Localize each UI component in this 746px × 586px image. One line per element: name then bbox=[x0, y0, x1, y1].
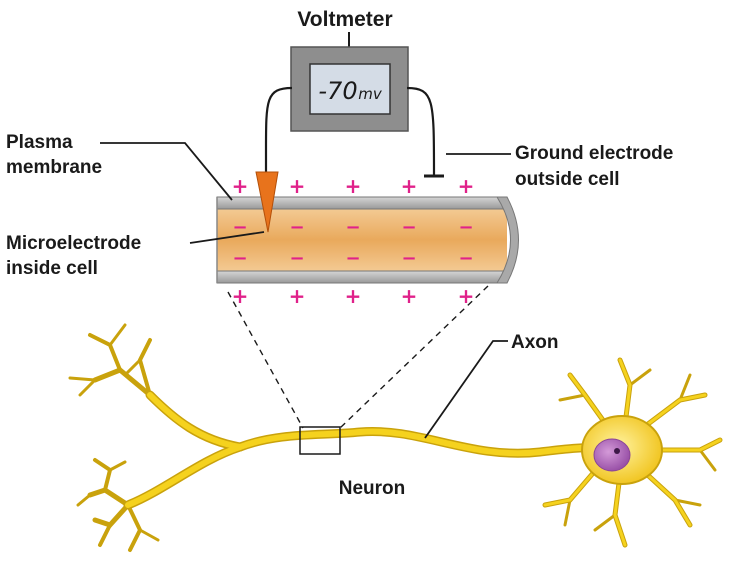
voltmeter-display bbox=[309, 63, 391, 115]
axon-interior bbox=[217, 197, 507, 283]
plasma-membrane-label-line1: Plasma bbox=[6, 132, 73, 153]
plasma-membrane-leader bbox=[100, 142, 233, 201]
axon-end-cap bbox=[496, 196, 519, 284]
plus-charge: + bbox=[345, 174, 362, 198]
axon-label: Axon bbox=[511, 332, 559, 353]
plus-charge: + bbox=[401, 284, 418, 308]
axon-segment bbox=[216, 196, 519, 284]
minus-charge: − bbox=[289, 217, 304, 238]
plus-charge: + bbox=[345, 284, 362, 308]
plasma-membrane-label-line2: membrane bbox=[6, 157, 102, 178]
ground-electrode-label-line1: Ground electrode bbox=[515, 143, 673, 164]
neuron-fill bbox=[125, 358, 722, 547]
voltmeter-label: Voltmeter bbox=[297, 8, 392, 31]
plus-charge: + bbox=[458, 284, 475, 308]
zoom-box bbox=[299, 426, 341, 455]
charges-outside-bottom: + + + + + bbox=[232, 284, 475, 308]
plus-charge: + bbox=[289, 284, 306, 308]
plasma-membrane-top bbox=[216, 196, 508, 210]
minus-charge: − bbox=[401, 217, 416, 238]
plus-charge: + bbox=[232, 284, 249, 308]
voltmeter-unit: mv bbox=[358, 85, 383, 103]
minus-charge: − bbox=[458, 248, 473, 269]
microelectrode-probe bbox=[255, 171, 279, 233]
minus-charge: − bbox=[289, 248, 304, 269]
microelectrode-leader bbox=[189, 231, 265, 244]
microelectrode-wire bbox=[264, 86, 293, 172]
minus-charge: − bbox=[232, 217, 247, 238]
minus-charge: − bbox=[232, 248, 247, 269]
minus-charge: − bbox=[401, 248, 416, 269]
minus-charge: − bbox=[345, 248, 360, 269]
plus-charge: + bbox=[458, 174, 475, 198]
zoom-line-right bbox=[339, 285, 489, 429]
minus-charge: − bbox=[458, 217, 473, 238]
plus-charge: + bbox=[232, 174, 249, 198]
microelectrode-label-line2: inside cell bbox=[6, 258, 98, 279]
plasma-membrane-bottom bbox=[216, 270, 508, 284]
zoom-line-left bbox=[227, 291, 304, 429]
axon-leader bbox=[424, 340, 508, 439]
charges-inside-bottom: − − − − − bbox=[232, 248, 473, 269]
microelectrode-label-line1: Microelectrode bbox=[6, 233, 141, 254]
minus-charge: − bbox=[345, 217, 360, 238]
plus-charge: + bbox=[289, 174, 306, 198]
ground-electrode-label-line2: outside cell bbox=[515, 169, 620, 190]
nucleus bbox=[593, 438, 631, 472]
voltmeter-reading: -70 bbox=[318, 77, 357, 105]
neuron-label: Neuron bbox=[339, 478, 406, 499]
charges-outside-top: + + + + + bbox=[232, 174, 475, 198]
charges-inside-top: − − − − − bbox=[232, 217, 473, 238]
nucleolus bbox=[614, 448, 620, 454]
plus-charge: + bbox=[401, 174, 418, 198]
ground-wire bbox=[406, 86, 436, 176]
